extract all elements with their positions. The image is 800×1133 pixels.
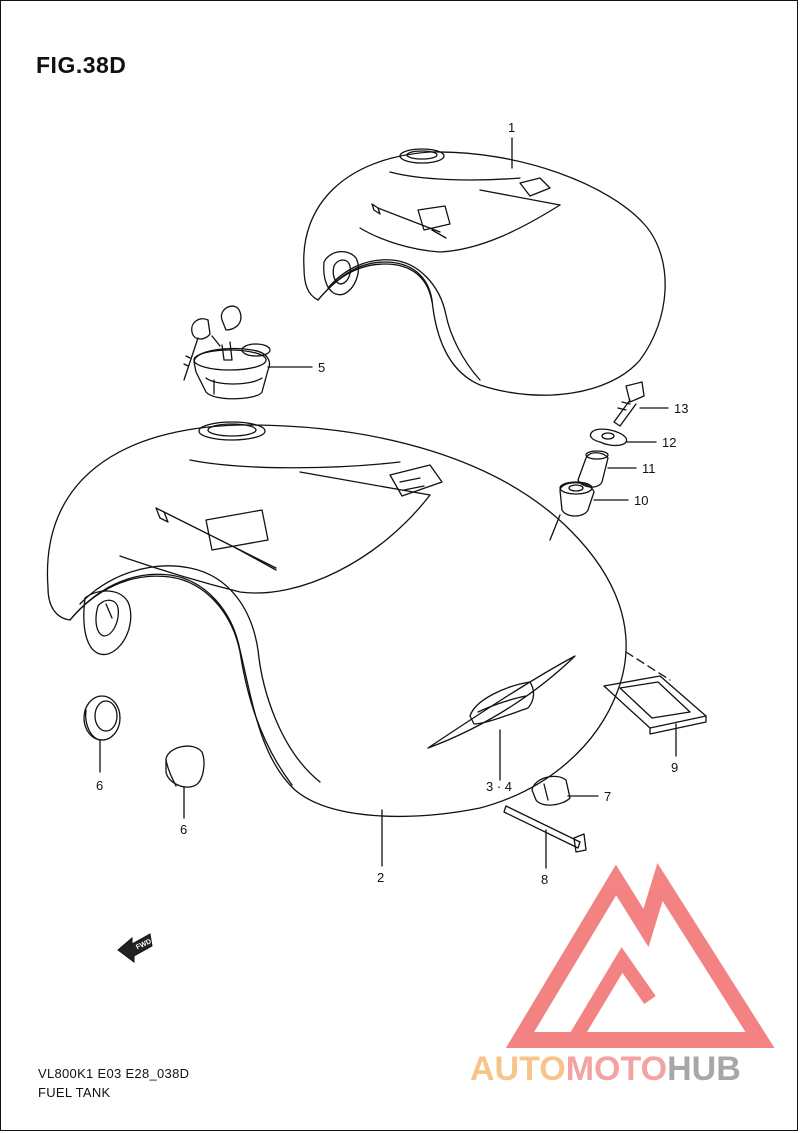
upper-fuel-tank bbox=[303, 148, 666, 396]
watermark-hub: HUB bbox=[667, 1050, 741, 1088]
washer-part-12 bbox=[589, 428, 657, 447]
cap-seal-a bbox=[83, 695, 121, 773]
lower-fuel-tank bbox=[46, 421, 627, 818]
part-label-2: 2 bbox=[377, 870, 384, 885]
part-labels: 1 2 3 · 4 5 6 6 7 8 9 10 11 12 13 bbox=[96, 120, 688, 887]
part-label-6b: 6 bbox=[180, 822, 187, 837]
forward-arrow-icon: FWD bbox=[117, 933, 153, 963]
part-label-9: 9 bbox=[671, 760, 678, 775]
bolt-part-13 bbox=[613, 381, 669, 427]
strap-part-8 bbox=[503, 805, 587, 869]
figure-name: FUEL TANK bbox=[38, 1085, 111, 1100]
part-label-1: 1 bbox=[508, 120, 515, 135]
pad-part-9 bbox=[603, 651, 707, 757]
fuel-cap-with-keys bbox=[183, 305, 313, 400]
automotohub-logo-icon bbox=[505, 862, 775, 1048]
part-label-8: 8 bbox=[541, 872, 548, 887]
model-code: VL800K1 E03 E28_038D bbox=[38, 1066, 190, 1081]
watermark-auto: AUTO bbox=[470, 1050, 566, 1088]
part-label-6a: 6 bbox=[96, 778, 103, 793]
part-label-7: 7 bbox=[604, 789, 611, 804]
part-label-11: 11 bbox=[642, 461, 656, 476]
part-label-12: 12 bbox=[662, 435, 676, 450]
grommet-part-10 bbox=[559, 481, 629, 517]
watermark-moto: MOTO bbox=[565, 1050, 668, 1088]
part-label-5: 5 bbox=[318, 360, 325, 375]
clamp-part-7 bbox=[531, 775, 599, 806]
part-label-13: 13 bbox=[674, 401, 688, 416]
part-label-10: 10 bbox=[634, 493, 648, 508]
watermark-brand: AUTOMOTOHUB bbox=[470, 1050, 741, 1089]
collar-part-11 bbox=[577, 450, 637, 488]
figure-title: FIG.38D bbox=[36, 52, 127, 78]
cap-seal-b bbox=[165, 745, 205, 819]
part-label-3-4: 3 · 4 bbox=[486, 779, 512, 794]
